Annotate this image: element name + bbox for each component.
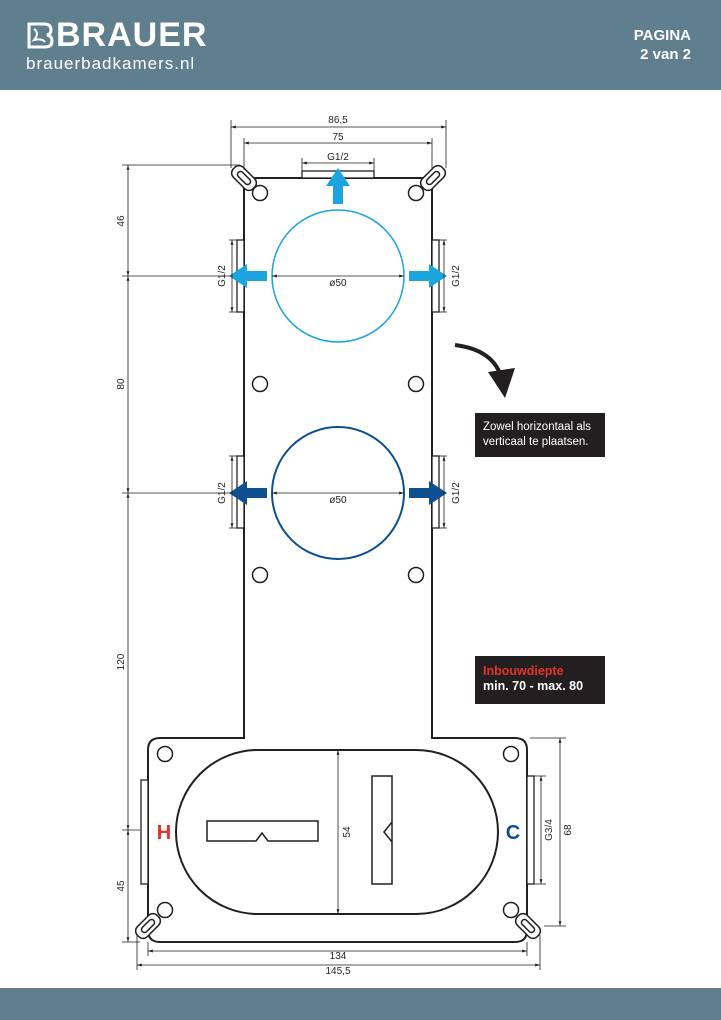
depth-note-title: Inbouwdiepte: [483, 664, 564, 678]
dim-right-height: 68: [563, 824, 574, 836]
depth-note: Inbouwdiepte min. 70 - max. 80: [475, 656, 605, 704]
mounting-lugs: [134, 164, 542, 940]
hot-label: H: [157, 822, 171, 844]
dim-bottom-width-inner: 134: [330, 951, 347, 962]
cold-label: C: [506, 822, 520, 844]
dim-side-lower-left: G1/2: [217, 482, 228, 504]
housing-outline: [147, 177, 528, 943]
dim-circle-lower: ø50: [329, 495, 347, 506]
dim-side-lower-right: G1/2: [451, 482, 462, 504]
page-header: BRAUER brauerbadkamers.nl PAGINA 2 van 2: [0, 0, 721, 90]
dim-right-inlet: G3/4: [544, 819, 555, 841]
page-label: PAGINA: [633, 27, 691, 44]
brand-url: brauerbadkamers.nl: [26, 54, 196, 73]
arrow-left-icon: [229, 264, 267, 288]
brauer-logo-icon: [27, 22, 54, 49]
curved-arrow-icon: [454, 343, 515, 398]
dim-oval-height: 54: [342, 826, 353, 838]
mounting-note: Zowel horizontaal als verticaal te plaat…: [475, 413, 605, 457]
page-number: 2 van 2: [640, 46, 691, 63]
dim-lower-length: 120: [116, 653, 127, 670]
dim-bottom-width-outer: 145,5: [325, 966, 350, 977]
arrow-up-icon: [326, 168, 350, 204]
arrow-right-icon: [409, 481, 447, 505]
brand: BRAUER brauerbadkamers.nl: [26, 18, 207, 74]
valve-chamber: [175, 749, 499, 915]
dim-circle-upper: ø50: [329, 278, 347, 289]
dim-between-outlets: 80: [116, 378, 127, 390]
page-footer: [0, 988, 721, 1020]
dim-top-width-inner: 75: [332, 132, 344, 143]
depth-note-value: min. 70 - max. 80: [483, 679, 584, 693]
dimension-lines: [122, 120, 566, 970]
dim-top-outlet: G1/2: [327, 152, 349, 163]
dim-left-offset-top: 46: [116, 215, 127, 227]
dim-side-upper-left: G1/2: [217, 265, 228, 287]
dim-bottom-offset: 45: [116, 880, 127, 892]
diameter-lines: [272, 274, 404, 495]
dim-side-upper-right: G1/2: [451, 265, 462, 287]
dim-top-width-outer: 86,5: [328, 115, 348, 126]
arrow-left-icon: [229, 481, 267, 505]
page-info: PAGINA 2 van 2: [634, 26, 691, 64]
screw-holes: [156, 184, 520, 919]
arrow-right-icon: [409, 264, 447, 288]
brand-name: BRAUER: [56, 16, 208, 54]
